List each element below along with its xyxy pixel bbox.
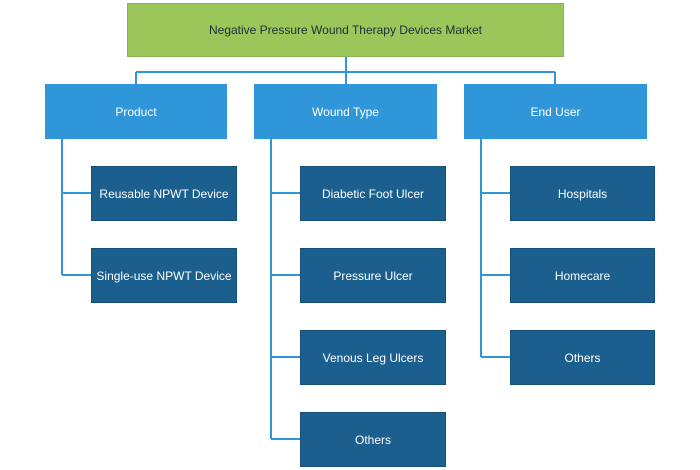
- category-product: Product: [45, 84, 227, 139]
- item-label: Others: [354, 432, 391, 447]
- item-homecare: Homecare: [510, 248, 655, 303]
- item-label: Pressure Ulcer: [333, 268, 413, 283]
- item-label: Venous Leg Ulcers: [322, 350, 424, 365]
- item-label: Homecare: [554, 268, 611, 283]
- category-label: Product: [115, 104, 157, 119]
- category-label: End User: [530, 104, 581, 119]
- item-label: Hospitals: [557, 186, 608, 201]
- item-label: Reusable NPWT Device: [99, 186, 229, 201]
- item-diabetic-foot-ulcer: Diabetic Foot Ulcer: [300, 166, 446, 221]
- item-end-user-others: Others: [510, 330, 655, 385]
- item-label: Single-use NPWT Device: [96, 268, 232, 283]
- item-label: Others: [564, 350, 601, 365]
- item-reusable-npwt-device: Reusable NPWT Device: [91, 166, 237, 221]
- item-pressure-ulcer: Pressure Ulcer: [300, 248, 446, 303]
- category-end-user: End User: [464, 84, 647, 139]
- root-node: Negative Pressure Wound Therapy Devices …: [127, 3, 564, 57]
- item-single-use-npwt-device: Single-use NPWT Device: [91, 248, 237, 303]
- root-title: Negative Pressure Wound Therapy Devices …: [208, 23, 482, 37]
- category-label: Wound Type: [312, 104, 379, 119]
- category-wound-type: Wound Type: [254, 84, 437, 139]
- item-hospitals: Hospitals: [510, 166, 655, 221]
- item-wound-others: Others: [300, 412, 446, 467]
- item-venous-leg-ulcers: Venous Leg Ulcers: [300, 330, 446, 385]
- item-label: Diabetic Foot Ulcer: [321, 186, 425, 201]
